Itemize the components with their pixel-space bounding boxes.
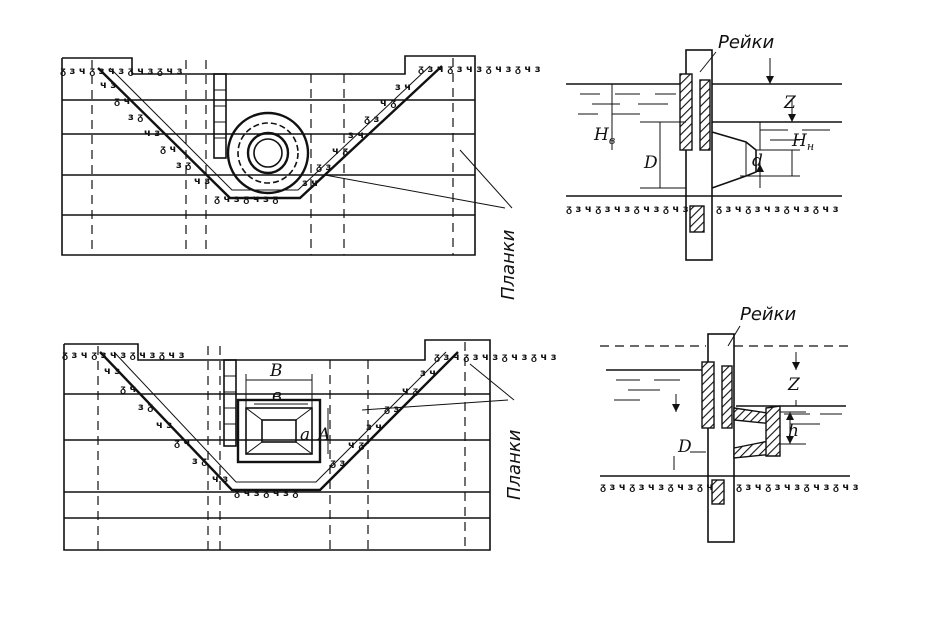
svg-text:ᵹ ч: ᵹ ч — [114, 96, 130, 107]
water-levels-round-pipe: ᵹ з ч ᵹ з ч з ᵹ ч з ᵹ ч з ᵹ з ч ᵹ з ч з … — [566, 32, 842, 261]
z-label-top: Z — [783, 93, 797, 113]
svg-text:ч з: ч з — [144, 128, 160, 139]
pipe-outer-ring — [226, 111, 310, 195]
svg-text:з ᵹ: з ᵹ — [138, 402, 153, 413]
svg-text:ᵹ з ч ᵹ з ч з ᵹ ч з ᵹ ч з: ᵹ з ч ᵹ з ч з ᵹ ч з ᵹ ч з — [600, 482, 723, 493]
dim-a-small-label: а — [300, 425, 310, 445]
svg-text:ч з: ч з — [194, 176, 210, 187]
svg-text:ч ᵹ: ч ᵹ — [380, 98, 396, 109]
svg-text:з ч: з ч — [302, 178, 318, 189]
svg-text:ᵹ з: ᵹ з — [384, 404, 400, 415]
trench-frame-bottom — [63, 339, 491, 551]
rail-board-top — [685, 49, 713, 261]
svg-text:ч з: ч з — [100, 80, 116, 91]
water-levels-box-culvert: ᵹ з ч ᵹ з ч з ᵹ ч з ᵹ ч з ᵹ з ч ᵹ з ч з … — [600, 304, 859, 543]
h-label-bottom: h — [788, 421, 799, 441]
svg-text:ᵹ з ч ᵹ з ч з ᵹ ч з ᵹ ч з: ᵹ з ч ᵹ з ч з ᵹ ч з ᵹ ч з — [716, 204, 839, 215]
svg-text:ᵹ ч: ᵹ ч — [174, 438, 190, 449]
svg-text:з ч: з ч — [420, 368, 436, 379]
svg-text:з ᵹ: з ᵹ — [176, 160, 191, 171]
svg-text:ᵹ з ч ᵹ з ч з ᵹ ч з ᵹ ч з: ᵹ з ч ᵹ з ч з ᵹ ч з ᵹ ч з — [736, 482, 859, 493]
svg-text:ᵹ ч з ᵹ ч з ᵹ: ᵹ ч з ᵹ ч з ᵹ — [214, 194, 278, 205]
svg-text:з ᵹ: з ᵹ — [128, 112, 143, 123]
svg-text:з ч: з ч — [395, 82, 411, 93]
trench-v-outline-bottom — [99, 351, 459, 492]
z-label-bottom: Z — [787, 375, 801, 395]
trench-box-culvert-section: ᵹ з ч ᵹ з ч з ᵹ ч з ᵹ ч з ᵹ з ч ᵹ з ч з … — [62, 339, 557, 551]
rail-stake-top — [213, 73, 227, 159]
svg-text:ᵹ ч з ᵹ ч з ᵹ: ᵹ ч з ᵹ ч з ᵹ — [234, 488, 298, 499]
trench-frame-top — [61, 55, 476, 256]
dim-b-small-label: в — [272, 386, 282, 406]
svg-text:ᵹ з ч ᵹ з ч з ᵹ ч з ᵹ ч з: ᵹ з ч ᵹ з ч з ᵹ ч з ᵹ ч з — [60, 66, 183, 77]
svg-text:ᵹ ч: ᵹ ч — [160, 144, 176, 155]
svg-text:ᵹ з: ᵹ з — [364, 114, 380, 125]
rails-label-bottom: Рейки — [740, 304, 796, 325]
svg-text:з ч: з ч — [366, 422, 382, 433]
box-culvert-opening — [261, 419, 297, 443]
hv-label: Hв — [593, 125, 615, 147]
svg-text:ᵹ з: ᵹ з — [330, 458, 346, 469]
trench-v-outline — [97, 65, 443, 200]
planks-label-bottom: Планки — [504, 429, 525, 500]
dim-a-label: A — [316, 425, 330, 445]
dim-b-label: B — [269, 361, 283, 381]
svg-text:ч ᵹ: ч ᵹ — [402, 386, 418, 397]
svg-text:ч ᵹ: ч ᵹ — [332, 146, 348, 157]
hn-label: Hн — [791, 131, 814, 153]
svg-text:ч з: ч з — [104, 366, 120, 377]
rails-label-top: Рейки — [718, 32, 774, 53]
svg-text:ᵹ з ч ᵹ з ч з ᵹ ч з ᵹ ч з: ᵹ з ч ᵹ з ч з ᵹ ч з ᵹ ч з — [566, 204, 689, 215]
svg-text:ч ᵹ: ч ᵹ — [348, 440, 364, 451]
svg-text:ч з: ч з — [156, 420, 172, 431]
svg-text:з ᵹ: з ᵹ — [192, 456, 207, 467]
d-cap-label-bottom: D — [677, 437, 692, 457]
svg-text:ᵹ ч: ᵹ ч — [120, 384, 136, 395]
svg-text:ᵹ з ч ᵹ з ч з ᵹ ч з ᵹ ч з: ᵹ з ч ᵹ з ч з ᵹ ч з ᵹ ч з — [62, 350, 185, 361]
svg-text:з ч: з ч — [348, 130, 364, 141]
svg-text:ч з: ч з — [212, 474, 228, 485]
svg-text:ᵹ з ч ᵹ з ч з ᵹ ч з ᵹ ч з: ᵹ з ч ᵹ з ч з ᵹ ч з ᵹ ч з — [434, 352, 557, 363]
pipe-bore — [246, 131, 290, 175]
box-culvert-outer — [236, 398, 322, 464]
rail-stake-bottom — [223, 359, 237, 447]
svg-text:ᵹ з ч ᵹ з ч з ᵹ ч з ᵹ ч з: ᵹ з ч ᵹ з ч з ᵹ ч з ᵹ ч з — [418, 64, 541, 75]
svg-text:ᵹ з: ᵹ з — [316, 162, 332, 173]
planks-label-top: Планки — [498, 229, 519, 300]
trench-round-pipe-section: ᵹ з ч ᵹ з ч з ᵹ ч з ᵹ ч з ᵹ з ч ᵹ з ч з … — [60, 55, 541, 300]
d-cap-label: D — [643, 153, 658, 173]
d-small-label: d — [752, 151, 763, 171]
rail-board-bottom — [707, 333, 735, 543]
